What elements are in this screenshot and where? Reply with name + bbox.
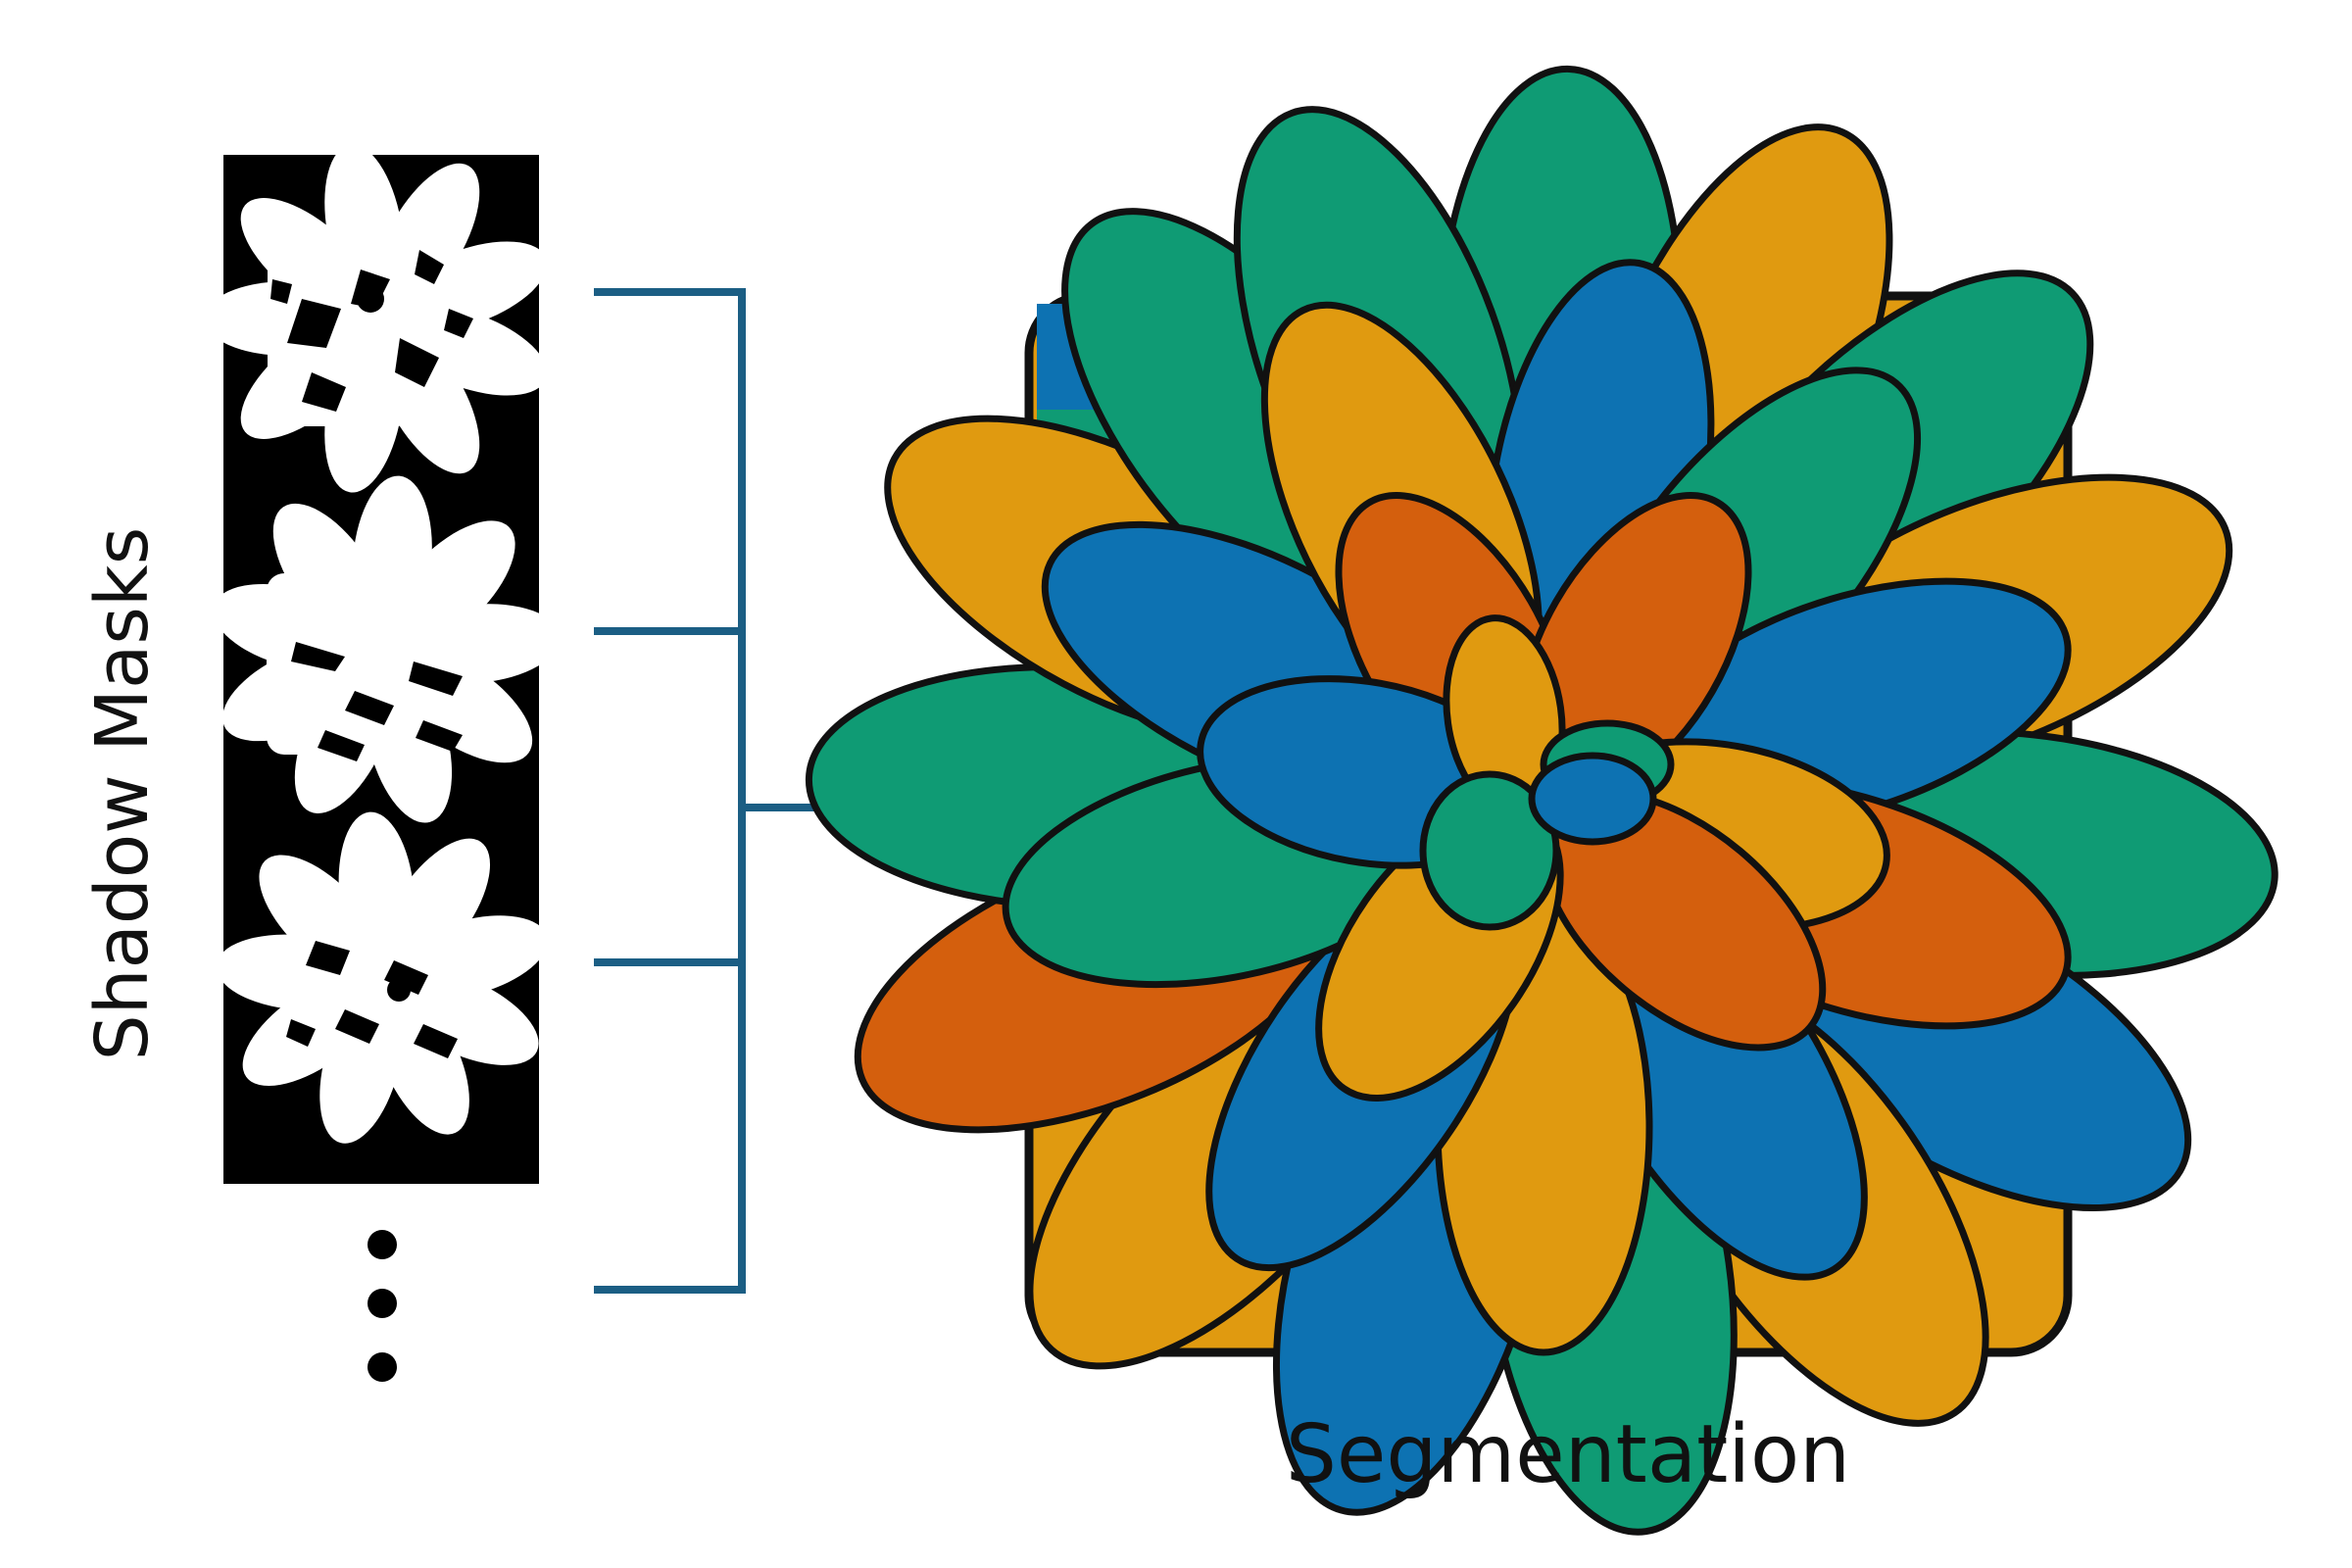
vertical-ellipsis-icon [368, 1230, 397, 1382]
shadow-masks-label: Shadow Masks [80, 527, 165, 1061]
segmentation-label: Segmentation [1286, 1408, 1850, 1501]
shadow-mask-strip [204, 144, 561, 1184]
segmentation-image [805, 65, 2278, 1536]
shadow-mask-3 [216, 811, 548, 1144]
rosette-center [1419, 614, 1675, 931]
shadow-mask-1 [204, 144, 548, 493]
shadow-mask-2 [213, 475, 561, 823]
